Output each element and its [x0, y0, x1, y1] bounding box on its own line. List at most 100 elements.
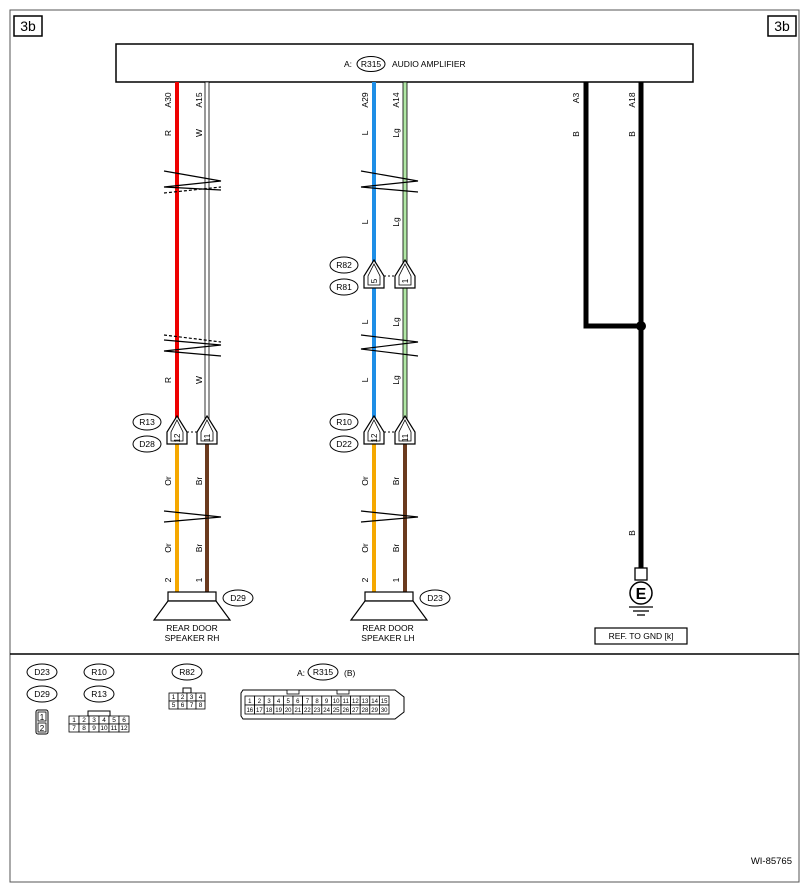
pin-number: 3 — [92, 717, 96, 724]
pin-cell — [118, 723, 130, 733]
pin-number: 12 — [120, 725, 128, 732]
page-code-right-text: 3b — [774, 18, 790, 34]
pin-number: 1 — [72, 717, 76, 724]
ground-wiring — [583, 82, 644, 568]
pin-number: 19 — [275, 708, 282, 714]
color-label: Lg — [391, 217, 401, 227]
pin-number: 9 — [325, 699, 329, 705]
pin-number: 30 — [381, 708, 388, 714]
color-label: Lg — [391, 317, 401, 327]
legend-code-r13: R13 — [91, 689, 107, 699]
pin-number: 7 — [72, 725, 76, 732]
pin-number: 8 — [199, 702, 203, 709]
speaker-pin-number: 2 — [360, 577, 370, 582]
break-symbols — [163, 170, 419, 523]
legend-speaker-pin: 1 — [40, 713, 45, 722]
legend-amp-variant: (B) — [344, 668, 356, 678]
audio-amplifier: A: R315 AUDIO AMPLIFIER — [115, 43, 694, 83]
pin-number: 11 — [343, 699, 350, 705]
pin-number: 7 — [190, 702, 194, 709]
connector-code-r13: R13 — [139, 417, 155, 427]
amplifier-pin-labels: A30 A15 A29 A14 A3 A18 — [163, 92, 637, 107]
legend-code-r82: R82 — [179, 667, 195, 677]
color-label: Or — [360, 543, 370, 553]
pin-number: 2 — [258, 699, 262, 705]
mid-pin-number: 5 — [370, 278, 379, 283]
legend-amp-prefix: A: — [297, 668, 305, 678]
pin-number: 8 — [315, 699, 319, 705]
color-label: Lg — [391, 128, 401, 138]
pin-number: 18 — [266, 708, 273, 714]
legend-code-r315: R315 — [313, 667, 334, 677]
pin-label-a15: A15 — [194, 92, 204, 107]
pin-number: 13 — [362, 699, 369, 705]
mid-connector-lh: 5 1 R82 R81 — [329, 256, 416, 296]
pin-number: 4 — [277, 699, 281, 705]
connector-code-r82: R82 — [336, 260, 352, 270]
pin-number: 6 — [122, 717, 126, 724]
speaker-rh: 2 1 D29 REAR DOOR SPEAKER RH — [152, 577, 254, 643]
legend-code-d29: D29 — [34, 689, 50, 699]
pin-number: 10 — [100, 725, 108, 732]
pin-number: 1 — [248, 699, 252, 705]
color-label: R — [163, 377, 173, 383]
connector-code-d23: D23 — [427, 593, 443, 603]
pin-number: 4 — [199, 694, 203, 701]
page-code-left: 3b — [13, 15, 43, 37]
speaker-lh-label-line1: REAR DOOR — [362, 623, 413, 633]
pin-number: 26 — [342, 708, 349, 714]
pin-number: 27 — [352, 708, 359, 714]
pin-number: 22 — [304, 708, 311, 714]
pin-number: 7 — [306, 699, 310, 705]
pin-label-a29: A29 — [360, 92, 370, 107]
color-label: Or — [163, 543, 173, 553]
connector-code-d28: D28 — [139, 439, 155, 449]
pin-label-a18: A18 — [627, 92, 637, 107]
pin-number: 5 — [287, 699, 291, 705]
legend-speaker-connector: D23 D29 1 2 — [26, 663, 58, 735]
color-label: B — [627, 131, 637, 137]
pin-number: 3 — [267, 699, 271, 705]
pin-number: 9 — [92, 725, 96, 732]
ground-symbol: E REF. TO GND [k] — [594, 567, 688, 645]
pin-number: 17 — [256, 708, 263, 714]
speaker-rh-label-line1: REAR DOOR — [166, 623, 217, 633]
color-label: L — [360, 219, 370, 224]
pin-number: 1 — [172, 694, 176, 701]
color-label: Lg — [391, 375, 401, 385]
pin-label-a3: A3 — [571, 93, 581, 104]
pin-number: 28 — [362, 708, 369, 714]
pin-number: 16 — [246, 708, 253, 714]
pin-number: 5 — [112, 717, 116, 724]
connector-code-d29: D29 — [230, 593, 246, 603]
pin-number: 10 — [333, 699, 340, 705]
amplifier-connector-code: R315 — [361, 59, 382, 69]
pin-number: 6 — [181, 702, 185, 709]
color-label: B — [627, 530, 637, 536]
pin-number: 5 — [172, 702, 176, 709]
pin-number: 20 — [285, 708, 292, 714]
pin-cell — [195, 700, 206, 710]
connector-code-d22: D22 — [336, 439, 352, 449]
inline-pin-number: 11 — [203, 433, 212, 442]
pin-label-a30: A30 — [163, 92, 173, 107]
pin-number: 2 — [82, 717, 86, 724]
color-label: W — [194, 129, 204, 137]
color-label: Or — [360, 476, 370, 486]
amplifier-name: AUDIO AMPLIFIER — [392, 59, 466, 69]
diagram-frame — [9, 9, 800, 883]
pin-number: 12 — [352, 699, 359, 705]
ground-reference-label: REF. TO GND [k] — [609, 631, 674, 641]
ground-e-label: E — [636, 586, 647, 603]
color-label: Or — [163, 476, 173, 486]
pin-cell — [378, 704, 390, 715]
color-label: Br — [194, 477, 204, 486]
connector-code-r10: R10 — [336, 417, 352, 427]
speaker-pin-number: 1 — [194, 577, 204, 582]
legend-speaker-pin: 2 — [40, 724, 45, 733]
pin-number: 24 — [323, 708, 330, 714]
